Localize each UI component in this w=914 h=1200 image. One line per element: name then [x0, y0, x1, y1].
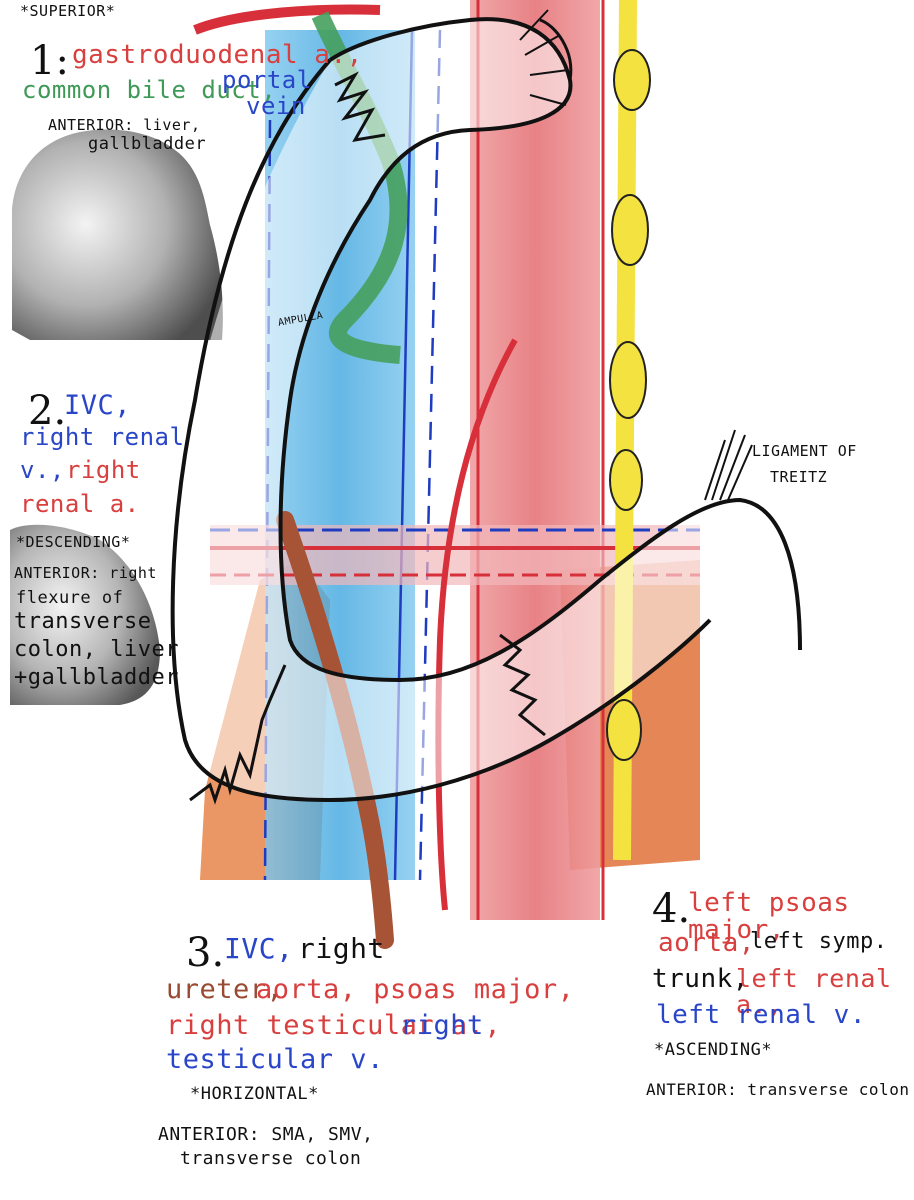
- section3-right-2: right: [400, 1010, 484, 1041]
- section2-anterior-5: +gallbladder: [14, 665, 179, 690]
- ligament-label-1: LIGAMENT OF: [752, 442, 857, 460]
- section4-left-symp: left symp.: [750, 929, 888, 954]
- section1-anterior-2: gallbladder: [88, 134, 207, 154]
- section4-left-renal-a: left renal a.,: [736, 964, 892, 1020]
- section3-testicular-v: testicular v.: [166, 1044, 384, 1075]
- abdominal-aorta: [470, 0, 600, 920]
- sympathetic-ganglion-3: [609, 341, 647, 419]
- section3-horizontal: *HORIZONTAL*: [190, 1084, 319, 1104]
- section2-right: right: [66, 456, 141, 484]
- section2-anterior-1: ANTERIOR: right: [14, 564, 157, 582]
- ligament-of-treitz-strands: [704, 429, 753, 501]
- section3-aorta-psoas: aorta, psoas major,: [256, 974, 575, 1005]
- section3-number: 3.: [186, 930, 225, 976]
- section4-trunk: trunk,: [652, 964, 749, 994]
- superior-header: *SUPERIOR*: [20, 2, 116, 20]
- liver-lower-shape: [10, 524, 160, 705]
- section4-left-psoas: left psoas major,: [688, 888, 850, 946]
- section2-renal-a: renal a.: [20, 490, 140, 518]
- section3-testicular-a: right testicular a.,: [166, 1010, 502, 1041]
- section2-right-renal: right renal: [20, 423, 185, 451]
- section3-ivc: IVC,: [224, 932, 294, 965]
- section4-number: 4.: [652, 886, 691, 932]
- sympathetic-ganglion-1: [613, 49, 651, 111]
- section3-anterior-2: transverse colon: [180, 1148, 362, 1169]
- gastroduodenal-artery: [193, 4, 381, 35]
- section4-anterior: ANTERIOR: transverse colon: [646, 1080, 910, 1099]
- section4-aorta: aorta,: [658, 928, 755, 958]
- sympathetic-ganglion-4: [609, 449, 643, 511]
- section4-ascending: *ASCENDING*: [654, 1040, 773, 1060]
- section1-gastroduodenal: gastroduodenal a.,: [72, 40, 363, 70]
- section3-right: right: [298, 932, 385, 965]
- section1-portal: portal: [222, 66, 312, 94]
- section3-ureter: ureter,: [166, 974, 284, 1005]
- sympathetic-ganglion-5: [606, 699, 642, 761]
- section3-anterior-1: ANTERIOR: SMA, SMV,: [158, 1124, 374, 1145]
- section2-anterior-2: flexure of: [16, 588, 124, 608]
- section2-number: 2.: [28, 388, 67, 434]
- division-mark-1: [334, 71, 386, 142]
- sympathetic-ganglion-2: [611, 194, 649, 266]
- section2-ivc: IVC,: [64, 390, 132, 421]
- section4-left-renal-v: left renal v.: [656, 1000, 866, 1030]
- section1-anterior: ANTERIOR: liver,: [48, 116, 201, 134]
- section1-number: 1:: [30, 38, 69, 84]
- division-mark-2: [189, 664, 287, 805]
- liver-gallbladder-shape: [12, 129, 223, 340]
- section1-vein: vein: [246, 92, 306, 120]
- division-mark-3: [499, 633, 546, 737]
- section1-common-bile-duct: common bile duct,: [22, 76, 277, 104]
- right-testicular-artery: [435, 338, 518, 911]
- section2-descending: *DESCENDING*: [16, 533, 131, 551]
- ligament-label-2: TREITZ: [770, 468, 828, 486]
- section2-v: v.,: [20, 456, 65, 484]
- section2-anterior-4: colon, liver: [14, 637, 179, 662]
- section2-anterior-3: transverse: [14, 609, 152, 634]
- duodenum-c-loop: [172, 19, 800, 800]
